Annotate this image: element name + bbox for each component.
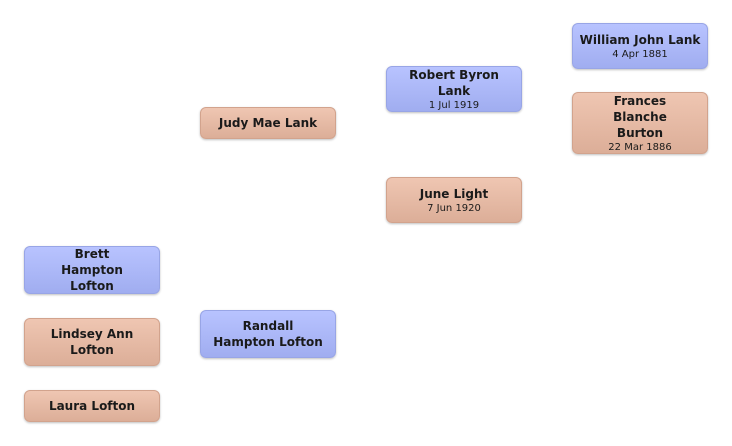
person-birth-date: 1 Jul 1919 xyxy=(428,99,480,111)
person-card-june-light[interactable]: June Light 7 Jun 1920 xyxy=(386,177,522,223)
person-name: Judy Mae Lank xyxy=(218,116,318,130)
person-birth-date: 7 Jun 1920 xyxy=(427,202,481,214)
person-name: Lindsey Ann Lofton xyxy=(50,327,134,357)
person-birth-date: 22 Mar 1886 xyxy=(608,141,672,153)
person-name: Randall Hampton Lofton xyxy=(213,319,323,349)
person-card-randall-hampton-lofton[interactable]: Randall Hampton Lofton xyxy=(200,310,336,358)
person-name: Brett Hampton Lofton xyxy=(61,247,123,293)
person-name: William John Lank xyxy=(579,32,701,47)
person-card-judy-mae-lank[interactable]: Judy Mae Lank xyxy=(200,107,336,139)
person-card-lindsey-ann-lofton[interactable]: Lindsey Ann Lofton xyxy=(24,318,160,366)
person-card-william-john-lank[interactable]: William John Lank 4 Apr 1881 xyxy=(572,23,708,69)
person-card-brett-hampton-lofton[interactable]: Brett Hampton Lofton xyxy=(24,246,160,294)
person-birth-date: 4 Apr 1881 xyxy=(612,48,668,60)
person-name: June Light xyxy=(419,186,489,201)
person-name: Robert Byron Lank xyxy=(409,67,499,98)
person-name: Frances Blanche Burton xyxy=(613,93,667,140)
person-name: Laura Lofton xyxy=(48,399,136,413)
person-card-frances-blanche-burton[interactable]: Frances Blanche Burton 22 Mar 1886 xyxy=(572,92,708,154)
person-card-laura-lofton[interactable]: Laura Lofton xyxy=(24,390,160,422)
person-card-robert-byron-lank[interactable]: Robert Byron Lank 1 Jul 1919 xyxy=(386,66,522,112)
